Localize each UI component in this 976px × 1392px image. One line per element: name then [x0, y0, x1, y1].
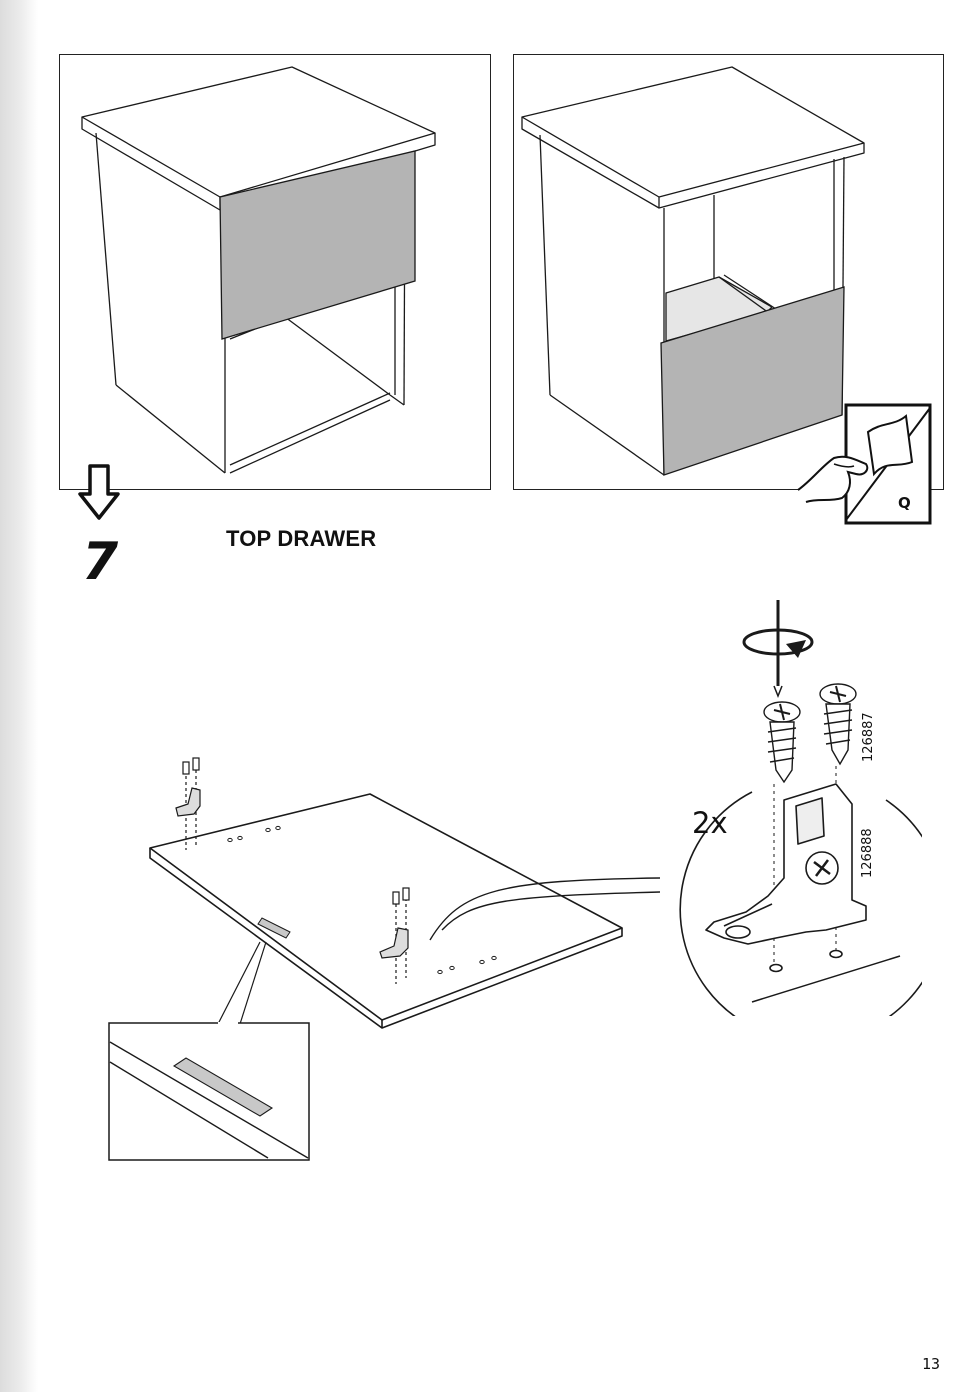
page-number: 13: [922, 1355, 941, 1373]
page-binding-edge: [0, 0, 38, 1392]
quantity-label: 2x: [692, 806, 728, 840]
cam-bracket: [705, 783, 867, 973]
detail-label-strip: [108, 1022, 310, 1161]
screw-2: [819, 683, 857, 766]
drawer-front-panel-drawing: [149, 757, 660, 1029]
bracket-right: [379, 887, 410, 984]
drawer-front-installed: [660, 286, 845, 476]
cabinet-drawing-after: [521, 66, 865, 476]
peel-protective-film-icon: [797, 403, 932, 525]
bracket-part-number: 126888: [860, 828, 875, 878]
bracket-left: [175, 757, 201, 850]
down-arrow-icon: [78, 464, 120, 520]
cabinet-drawing-before: [81, 66, 436, 474]
drawer-front: [219, 150, 416, 340]
screw-part-number: 126887: [861, 712, 876, 762]
screw-1: [763, 701, 801, 784]
peel-icon-label: Q: [898, 494, 911, 512]
panel-cabinet-before: [59, 54, 491, 490]
clockwise-rotation-icon: [742, 628, 814, 658]
bracket-zoom-detail: [679, 600, 922, 1016]
step-number: 7: [82, 532, 118, 592]
step-title: TOP DRAWER: [226, 526, 377, 551]
